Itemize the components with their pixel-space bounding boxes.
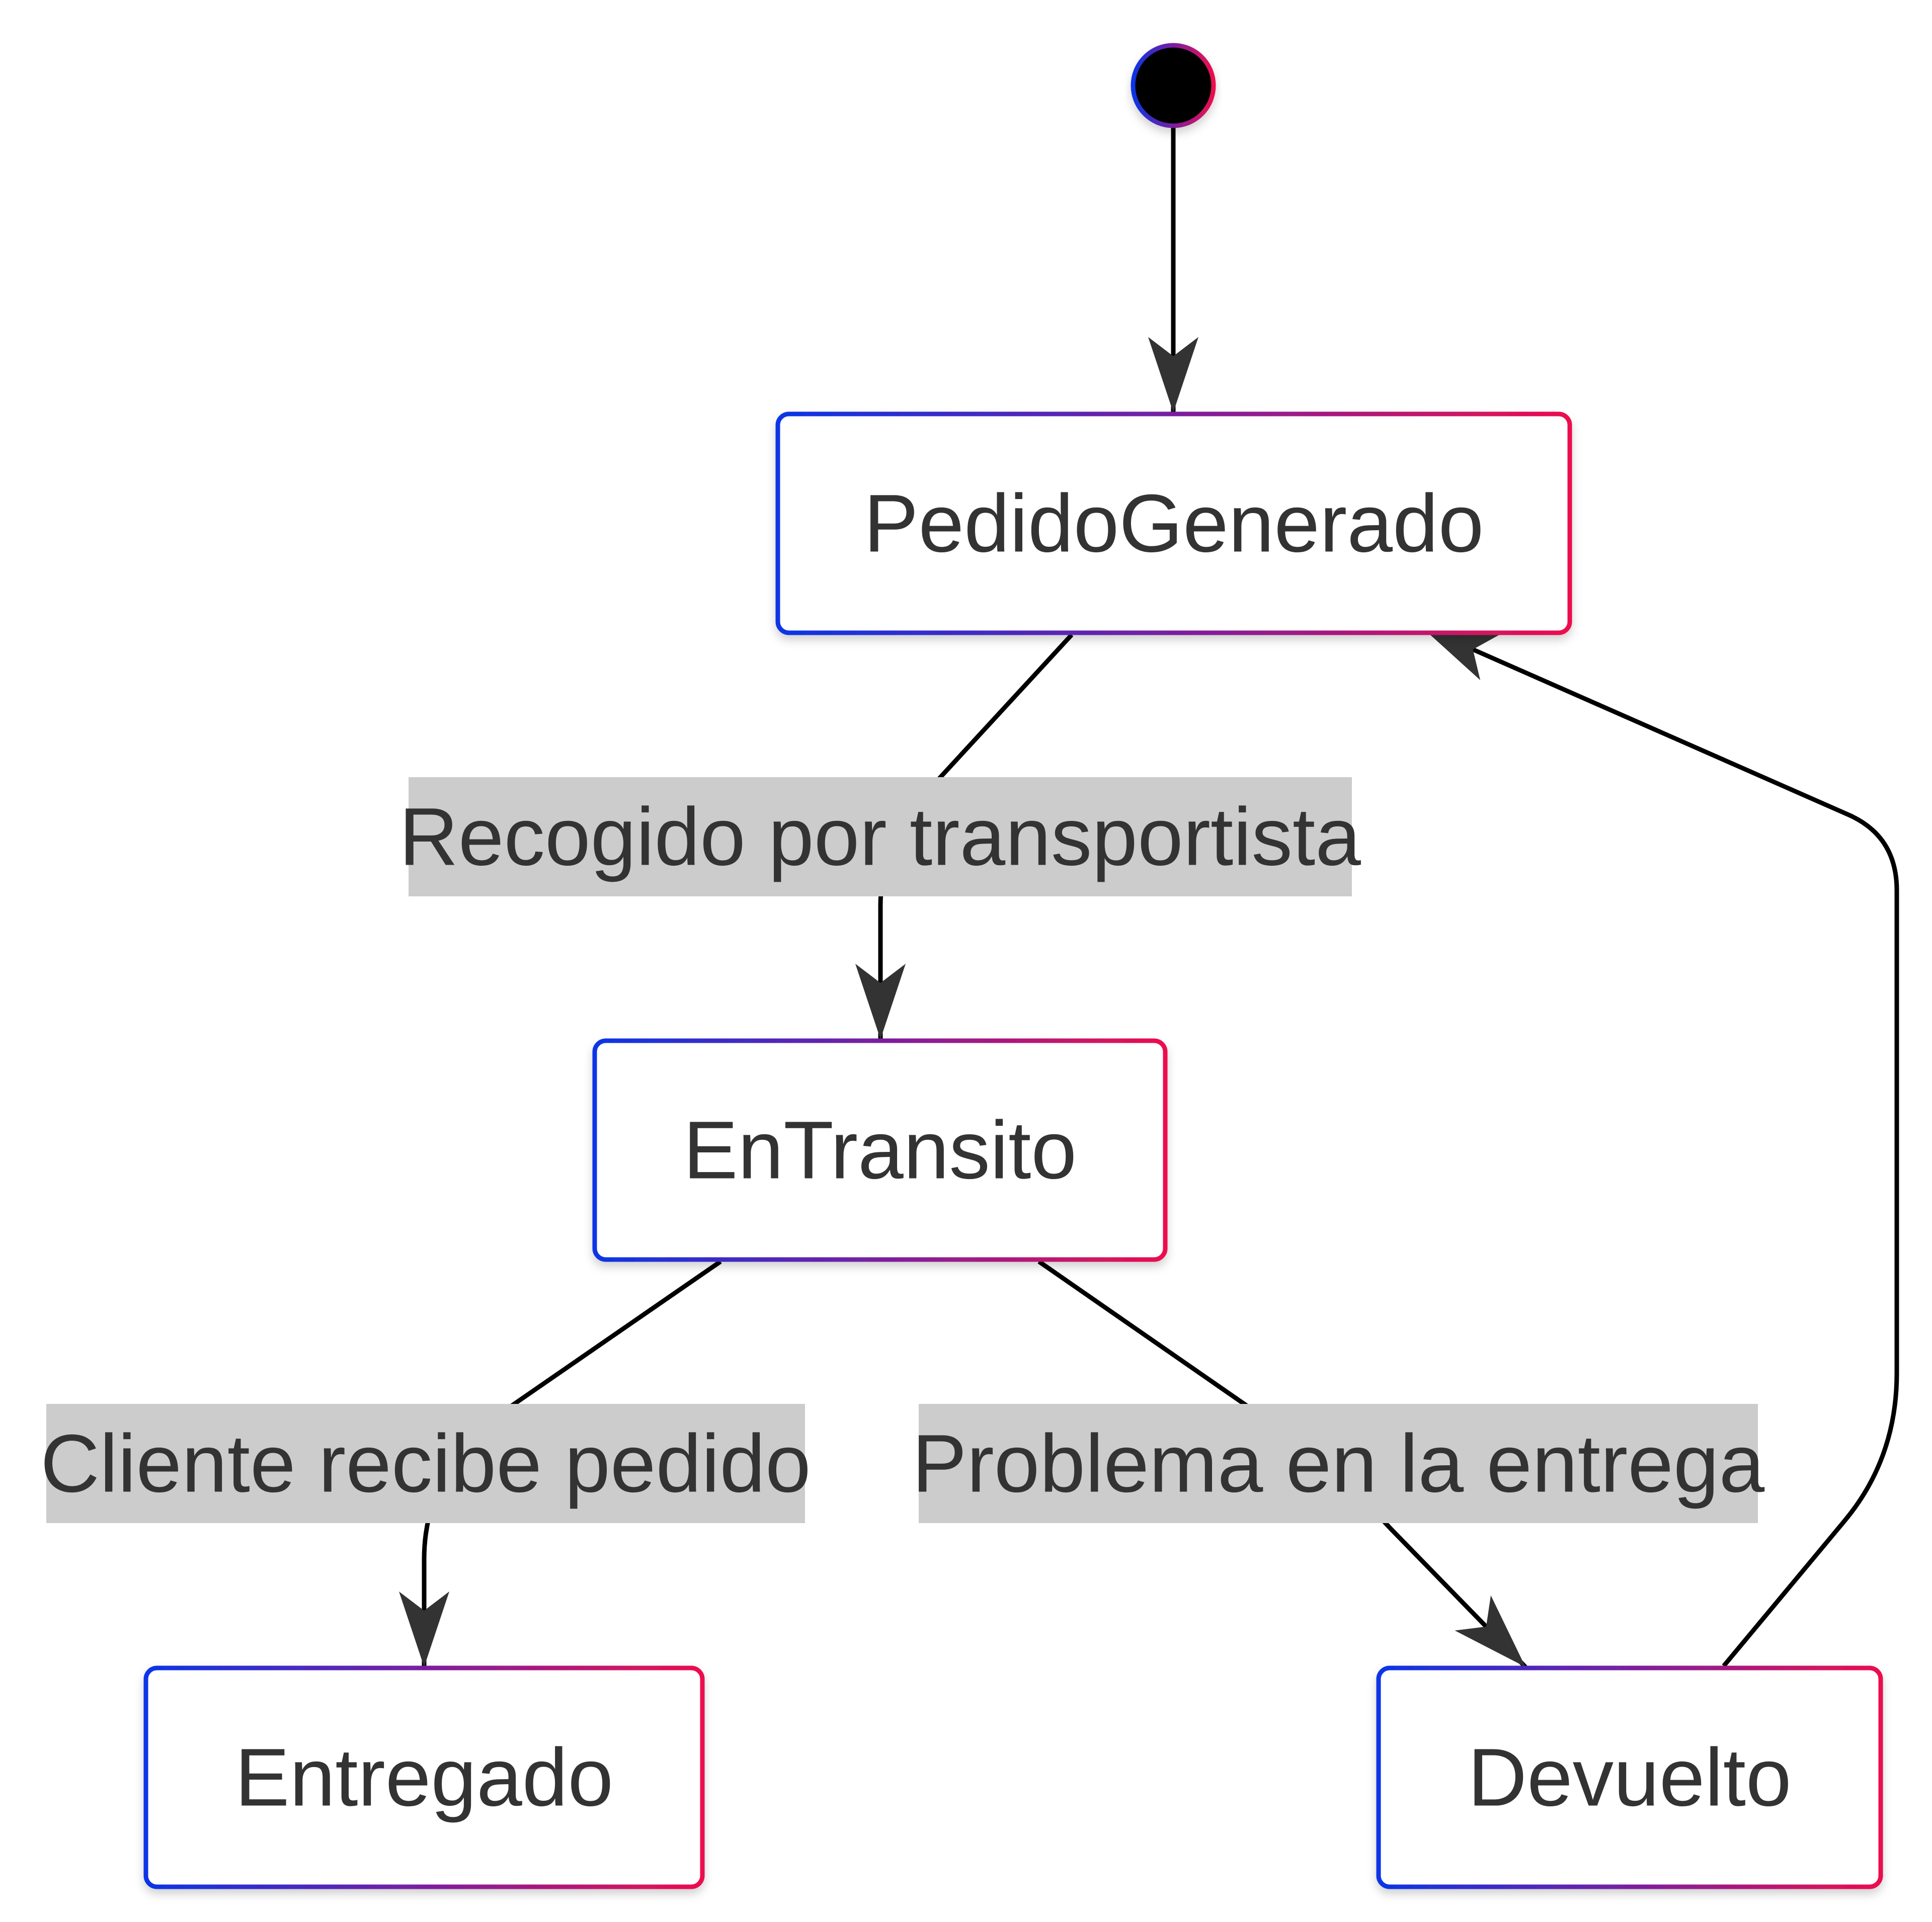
state-entregado-label: Entregado [235,1731,613,1823]
edge-label-problema-text: Problema en la entrega [912,1417,1765,1510]
edge-devuelto-to-pedido-generado [1420,624,1899,1667]
state-pedido-generado-label: PedidoGenerado [864,477,1484,569]
edge-label-cliente-recibe-text: Cliente recibe pedido [40,1417,811,1510]
edge-label-recogido-text: Recogido por transportista [399,791,1361,883]
state-devuelto[interactable]: Devuelto [1376,1665,1883,1889]
state-en-transito[interactable]: EnTransito [592,1038,1168,1262]
state-pedido-generado[interactable]: PedidoGenerado [775,411,1572,635]
state-en-transito-label: EnTransito [683,1104,1077,1196]
state-entregado[interactable]: Entregado [143,1665,705,1889]
edge-label-problema: Problema en la entrega [912,1404,1765,1523]
edge-label-recogido: Recogido por transportista [399,777,1361,896]
edge-label-cliente-recibe: Cliente recibe pedido [40,1404,811,1523]
state-devuelto-label: Devuelto [1468,1731,1791,1823]
start-state-icon [1131,43,1216,128]
